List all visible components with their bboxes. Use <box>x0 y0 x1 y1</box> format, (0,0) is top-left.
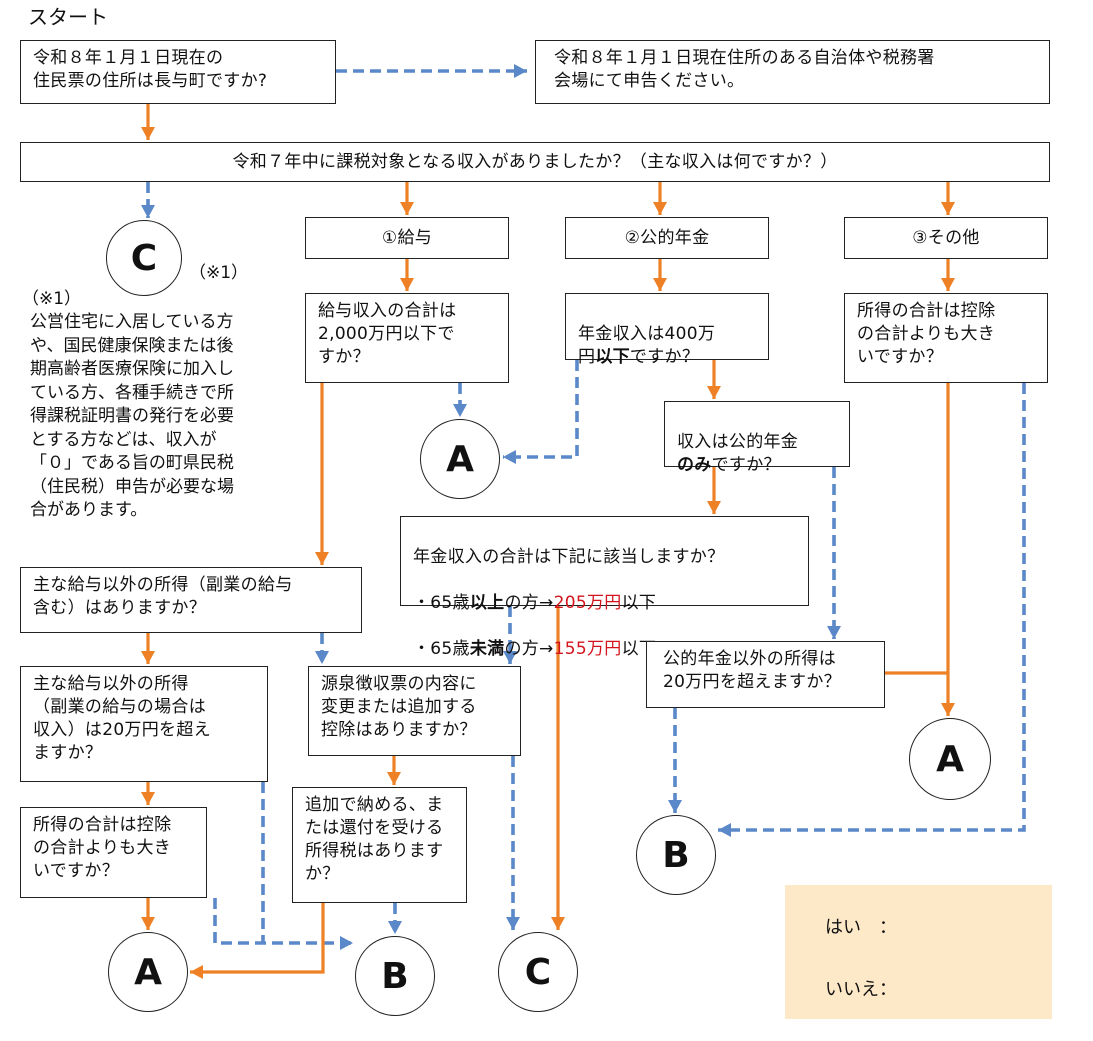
question-side-income-20: 主な給与以外の所得 （副業の給与の場合は 収入）は20万円を超え ますか？ <box>20 666 268 782</box>
arrowhead-icon <box>503 651 517 664</box>
note-marker: （※1） <box>189 263 249 283</box>
question-additional-tax: 追加で納める、ま たは還付を受ける 所得税はありますか？ <box>292 787 467 903</box>
arrowhead-icon <box>141 127 155 140</box>
arrowhead-icon <box>400 278 414 291</box>
arrowhead-icon <box>506 917 520 930</box>
legend-yes-label: はい ： <box>825 917 897 938</box>
arrowhead-icon <box>141 917 155 930</box>
start-label: スタート <box>28 5 108 29</box>
no-connector <box>503 360 579 459</box>
text: の方→ <box>504 639 554 659</box>
amount-155: 155万円 <box>553 639 622 659</box>
no-connector <box>718 383 1026 832</box>
arrowhead-icon <box>400 202 414 215</box>
text-bold: のみ <box>677 455 712 475</box>
question-pension-threshold: 年金収入の合計は下記に該当しますか？ ・65歳以上の方→205万円以下 ・65歳… <box>400 516 809 659</box>
question-side-income: 主な給与以外の所得（副業の給与 含む）はありますか？ <box>20 567 362 633</box>
text: ですか？ <box>711 455 781 475</box>
line-65-under: ・65歳未満の方→155万円以下 <box>413 638 796 661</box>
question-salary-total: 給与収入の合計は 2,000万円以下で すか？ <box>305 293 509 383</box>
text: ・65歳 <box>413 639 470 659</box>
arrowhead-icon <box>141 792 155 805</box>
text-bold: 以上 <box>469 593 505 613</box>
text-bold: 未満 <box>469 639 505 659</box>
text: ですか？ <box>629 347 700 367</box>
outcome-b-bottom: B <box>355 936 435 1016</box>
note-heading: （※1） <box>22 289 82 309</box>
arrowhead-icon <box>707 386 721 399</box>
arrowhead-icon <box>653 278 667 291</box>
outcome-c-top: C <box>106 220 182 296</box>
arrowhead-icon <box>514 64 527 78</box>
category-pension: ②公的年金 <box>565 217 769 259</box>
arrowhead-icon <box>315 651 329 664</box>
arrowhead-icon <box>653 202 667 215</box>
outcome-a-salary: A <box>420 419 500 499</box>
arrowhead-icon <box>340 936 353 950</box>
arrowhead-icon <box>707 501 721 514</box>
text-bold: 以下 <box>595 347 630 367</box>
arrowhead-icon <box>668 800 682 813</box>
question-pension-only: 収入は公的年金 のみですか？ <box>664 401 850 475</box>
question-pension-400: 年金収入は400万 円以下ですか？ <box>565 293 769 367</box>
question-withholding-change: 源泉徴収票の内容に 変更または追加する 控除はありますか？ <box>308 666 521 756</box>
arrowhead-icon <box>503 450 516 464</box>
arrowhead-icon <box>941 703 955 716</box>
arrowhead-icon <box>718 823 731 837</box>
outcome-a-right: A <box>909 718 991 800</box>
legend-no-label: いいえ： <box>825 979 897 1000</box>
arrowhead-icon <box>141 205 155 218</box>
arrowhead-icon <box>551 917 565 930</box>
arrowhead-icon <box>827 626 841 639</box>
question-income-vs-deduction: 所得の合計は控除 の合計よりも大き いですか？ <box>20 807 207 898</box>
outcome-b-right: B <box>636 815 716 895</box>
text: ・65歳 <box>413 593 470 613</box>
text: 収入は公的年金 <box>677 432 799 452</box>
legend: はい ： いいえ： <box>785 885 1052 1019</box>
question-non-pension-20: 公的年金以外の所得は 20万円を超えますか？ <box>646 641 885 708</box>
question-address: 令和８年１月１日現在の 住民票の住所は長与町ですか? <box>20 40 336 104</box>
arrowhead-icon <box>941 278 955 291</box>
no-connector <box>213 898 353 945</box>
question-other-income-total: 所得の合計は控除 の合計よりも大き いですか？ <box>844 293 1048 383</box>
note-text: 公営住宅に入居している方 や、国民健康保険または後 期高齢者医療保険に加入し て… <box>30 312 234 520</box>
yes-connector <box>190 903 325 974</box>
result-other-municipality: 令和８年１月１日現在住所のある自治体や税務署 会場にて申告ください。 <box>535 40 1050 104</box>
arrowhead-icon <box>141 651 155 664</box>
arrowhead-icon <box>388 921 402 934</box>
arrowhead-icon <box>190 965 203 979</box>
category-salary: ①給与 <box>305 217 509 259</box>
line-65-over: ・65歳以上の方→205万円以下 <box>413 592 796 615</box>
amount-205: 205万円 <box>553 593 622 613</box>
outcome-a-bottom: A <box>108 932 188 1012</box>
arrowhead-icon <box>315 552 329 565</box>
text: 以下 <box>621 593 657 613</box>
arrowhead-icon <box>941 202 955 215</box>
question-taxable-income: 令和７年中に課税対象となる収入がありましたか？（主な収入は何ですか？） <box>20 142 1050 182</box>
outcome-c-bottom: C <box>498 932 578 1012</box>
text: 年金収入は400万 円 <box>578 324 716 367</box>
category-other: ③その他 <box>844 217 1048 259</box>
text: 年金収入の合計は下記に該当しますか？ <box>413 547 725 567</box>
text: の方→ <box>504 593 554 613</box>
arrowhead-icon <box>387 772 401 785</box>
arrowhead-icon <box>453 404 467 417</box>
